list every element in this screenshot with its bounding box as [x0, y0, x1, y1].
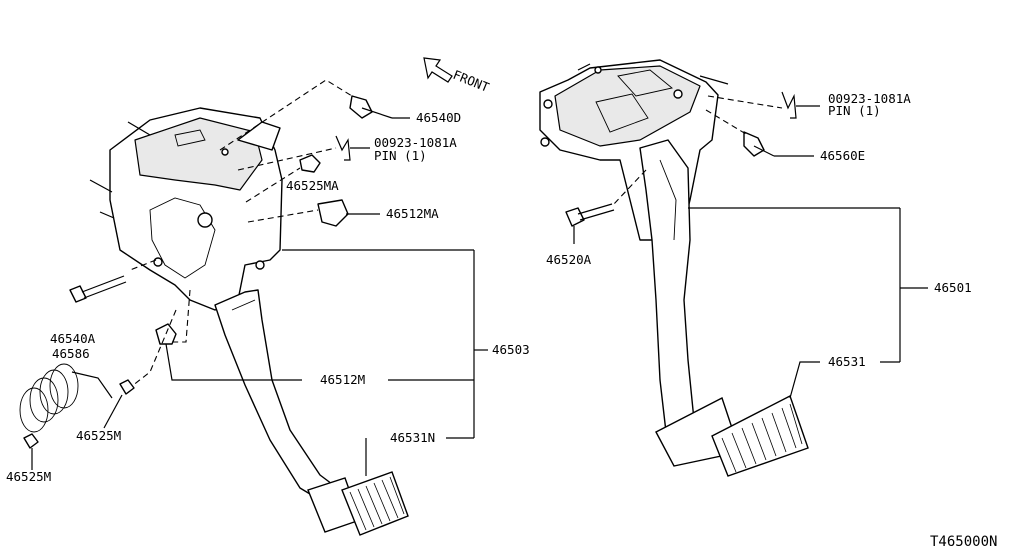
label-00923-left: 00923-1081A	[374, 135, 457, 150]
label-46540D: 46540D	[416, 110, 461, 125]
brake-pedal-pad-ribs	[721, 403, 803, 473]
spring-46586	[19, 363, 113, 433]
label-46531: 46531	[828, 354, 866, 369]
label-46525M-a: 46525M	[76, 428, 121, 443]
clutch-pedal-pad-ribs	[349, 476, 405, 531]
figure-code: T465000N	[930, 534, 997, 550]
pin-right	[781, 91, 797, 119]
label-46501: 46501	[934, 280, 972, 295]
label-46512MA: 46512MA	[386, 206, 439, 221]
clutch-pedal-assembly	[89, 107, 409, 536]
nut-46525MA	[299, 154, 321, 173]
label-pin-right: PIN (1)	[828, 103, 881, 118]
brake-pedal-assembly	[539, 59, 809, 477]
front-label: FRONT	[451, 67, 492, 95]
label-46540A: 46540A	[50, 331, 96, 346]
front-arrow-icon	[423, 57, 453, 83]
clip-46512MA	[317, 199, 349, 227]
label-00923-right: 00923-1081A	[828, 91, 911, 106]
nut-46525M-a	[119, 379, 135, 395]
bolt-46540D	[349, 95, 393, 119]
label-46525M-b: 46525M	[6, 469, 51, 484]
label-46503: 46503	[492, 342, 530, 357]
bolt-46540A	[69, 275, 127, 303]
label-46512M: 46512M	[320, 372, 365, 387]
label-46560E: 46560E	[820, 148, 865, 163]
pin-left	[335, 135, 351, 161]
bolt-46520A	[565, 203, 615, 227]
label-46586: 46586	[52, 346, 90, 361]
label-pin-left: PIN (1)	[374, 148, 427, 163]
label-46520A: 46520A	[546, 252, 592, 267]
label-46525MA: 46525MA	[286, 178, 339, 193]
nut-46525M-b	[23, 433, 39, 449]
label-46531N: 46531N	[390, 430, 435, 445]
bolt-46560E	[743, 131, 775, 157]
